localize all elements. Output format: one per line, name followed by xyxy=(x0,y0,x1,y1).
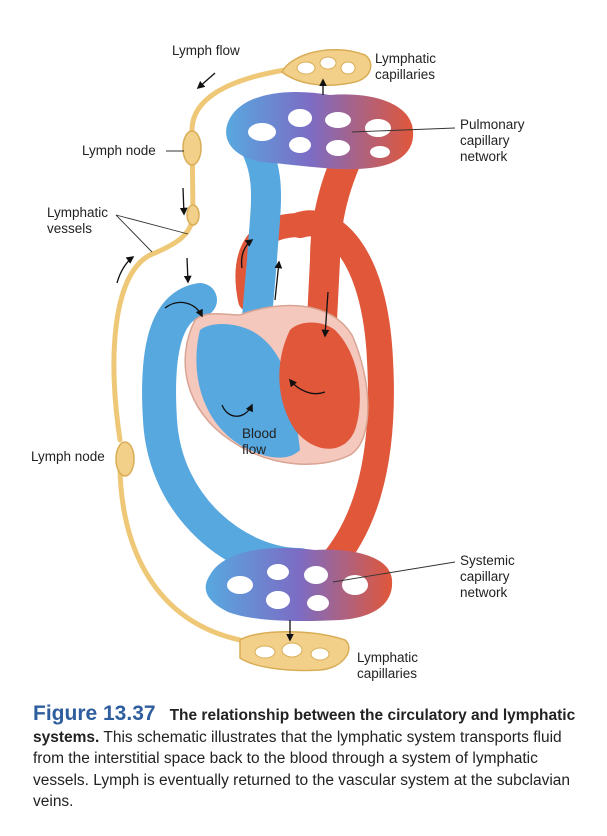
label-lymphatic-capillaries-bottom: Lymphatic capillaries xyxy=(357,650,419,681)
circulatory-lymphatic-diagram xyxy=(111,48,456,672)
lymphatic-capillaries-top xyxy=(281,48,372,86)
label-lymphatic-vessels: Lymphatic vessels xyxy=(47,205,109,236)
label-systemic-capillary-network: Systemic capillary network xyxy=(460,553,515,600)
figure-title: The relationship between the circulatory… xyxy=(33,707,576,746)
figure-body: This schematic illustrates that the lymp… xyxy=(33,728,571,811)
diagram xyxy=(111,48,456,672)
figure-number: Figure 13.37 xyxy=(33,702,156,725)
flow-arrows xyxy=(116,72,330,642)
label-blood-flow: Blood flow xyxy=(242,426,277,457)
lymph-node-upper xyxy=(182,130,202,166)
lymph-node-small xyxy=(186,204,200,226)
heart xyxy=(184,304,369,465)
label-lymph-node-lower: Lymph node xyxy=(31,449,105,464)
lymphatic-capillaries-bottom xyxy=(239,631,350,672)
label-pulmonary-capillary-network: Pulmonary capillary network xyxy=(460,117,525,164)
label-lymphatic-capillaries-top: Lymphatic capillaries xyxy=(375,51,437,82)
lymph-node-lower xyxy=(115,441,135,477)
label-lymph-flow: Lymph flow xyxy=(172,43,240,58)
label-lymph-node-upper: Lymph node xyxy=(82,143,156,158)
pulmonary-capillary-network xyxy=(226,91,414,170)
leader-lines xyxy=(115,127,456,583)
systemic-capillary-network xyxy=(205,548,393,622)
